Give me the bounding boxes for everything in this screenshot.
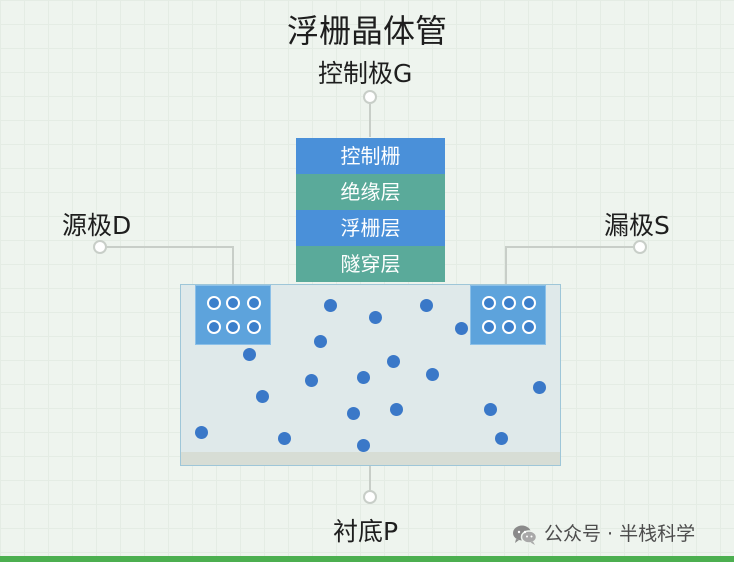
- electron: [195, 426, 208, 439]
- source-terminal-node: [93, 240, 107, 254]
- electron: [357, 439, 370, 452]
- electron: [347, 407, 360, 420]
- control-gate-layer: 控制栅: [296, 138, 445, 174]
- electron: [278, 432, 291, 445]
- watermark: 公众号 · 半栈科学: [512, 519, 695, 546]
- substrate-base-strip: [181, 452, 560, 465]
- well-electron: [226, 296, 240, 310]
- drain-lead: [505, 246, 634, 285]
- electron: [305, 374, 318, 387]
- electron: [387, 355, 400, 368]
- watermark-text: 公众号 · 半栈科学: [544, 523, 696, 545]
- well-electron: [247, 296, 261, 310]
- electron: [426, 368, 439, 381]
- gate-label: 控制极G: [318, 59, 413, 88]
- electron: [243, 348, 256, 361]
- source-well: [195, 285, 271, 345]
- electron: [314, 335, 327, 348]
- substrate-terminal-node: [363, 490, 377, 504]
- electron: [495, 432, 508, 445]
- diagram-title: 浮栅晶体管: [286, 12, 447, 50]
- electron: [484, 403, 497, 416]
- well-electron: [207, 296, 221, 310]
- well-electron: [482, 296, 496, 310]
- bottom-accent-bar: [0, 556, 734, 562]
- well-electron: [502, 296, 516, 310]
- substrate-label: 衬底P: [333, 517, 399, 546]
- insulator-layer: 绝缘层: [296, 174, 445, 210]
- wechat-icon: [513, 525, 538, 545]
- floating-gate-layer: 浮栅层: [296, 210, 445, 246]
- electron: [369, 311, 382, 324]
- electron: [256, 390, 269, 403]
- electron: [357, 371, 370, 384]
- source-label: 源极D: [62, 211, 132, 240]
- electron: [390, 403, 403, 416]
- electron: [324, 299, 337, 312]
- well-electron: [522, 296, 536, 310]
- electron: [533, 381, 546, 394]
- electron: [455, 322, 468, 335]
- drain-label: 漏极S: [604, 211, 670, 240]
- gate-terminal-node: [363, 90, 377, 104]
- well-electron: [482, 320, 496, 334]
- well-electron: [226, 320, 240, 334]
- well-electron: [522, 320, 536, 334]
- well-electron: [502, 320, 516, 334]
- drain-terminal-node: [633, 240, 647, 254]
- drain-well: [470, 285, 546, 345]
- tunnel-oxide-layer: 隧穿层: [296, 246, 445, 282]
- electron: [420, 299, 433, 312]
- source-lead: [106, 246, 234, 285]
- well-electron: [247, 320, 261, 334]
- well-electron: [207, 320, 221, 334]
